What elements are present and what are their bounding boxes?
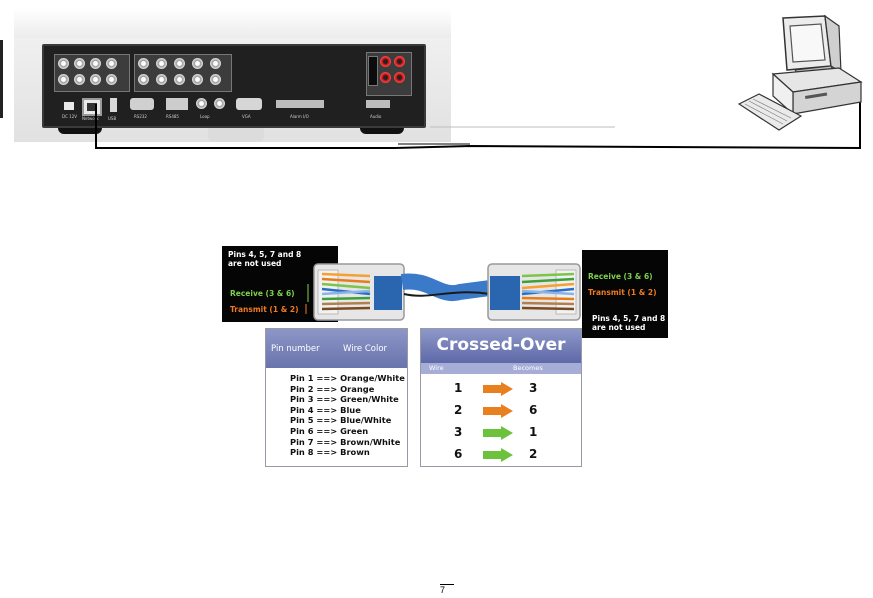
left-receive-label: Receive (3 & 6) xyxy=(230,289,295,298)
right-receive-label: Receive (3 & 6) xyxy=(588,272,653,281)
pin-row: Pin 7 ==> Brown/White xyxy=(290,436,401,447)
video-input-bnc[interactable] xyxy=(74,58,85,69)
rj45-crossover-cable-diagram xyxy=(305,263,581,321)
photo-background xyxy=(14,8,451,38)
header-wire-color: Wire Color xyxy=(343,344,388,354)
network-port-socket xyxy=(87,103,97,111)
port-label-vga: VGA xyxy=(242,114,251,119)
cross-becomes-value: 6 xyxy=(529,403,538,417)
video-input-bnc[interactable] xyxy=(156,74,167,85)
pin-row: Pin 2 ==> Orange xyxy=(290,383,375,394)
computer-icon xyxy=(737,14,863,131)
pin-row: Pin 6 ==> Green xyxy=(290,425,369,436)
rs485-terminal[interactable] xyxy=(166,98,188,110)
port-label-usb: USB xyxy=(108,116,117,121)
cross-wire-value: 2 xyxy=(454,403,463,417)
video-input-bnc[interactable] xyxy=(210,58,221,69)
cross-becomes-value: 2 xyxy=(529,447,538,461)
cross-becomes-value: 1 xyxy=(529,425,538,439)
page-number: 7 xyxy=(440,584,454,597)
audio-terminal[interactable] xyxy=(366,100,390,108)
cross-becomes-value: 3 xyxy=(529,381,538,395)
pin-color-table: Pin number Wire Color Pin 1 ==> Orange/W… xyxy=(265,328,408,467)
video-input-bnc[interactable] xyxy=(90,58,101,69)
power-connector[interactable] xyxy=(64,102,74,110)
alarm-io-terminal[interactable] xyxy=(276,100,324,108)
cross-title: Crossed-Over xyxy=(436,335,566,355)
audio-rca-jack[interactable] xyxy=(394,72,405,83)
left-unused-pins-note: Pins 4, 5, 7 and 8 are not used xyxy=(228,250,302,268)
port-label-rs232: RS232 xyxy=(134,114,147,119)
pin-row: Pin 3 ==> Green/White xyxy=(290,394,399,405)
video-input-bnc[interactable] xyxy=(192,74,203,85)
dvr-chassis: DC 12V Network USB RS232 RS485 Loop VGA … xyxy=(42,44,426,128)
video-input-bnc[interactable] xyxy=(138,74,149,85)
pin-row: Pin 5 ==> Blue/White xyxy=(290,415,392,426)
video-input-bnc[interactable] xyxy=(174,74,185,85)
video-input-bnc[interactable] xyxy=(106,74,117,85)
arrow-right-icon xyxy=(483,404,513,418)
cross-title-bar: Crossed-Over xyxy=(421,329,581,363)
col-wire: Wire xyxy=(429,364,444,372)
loop-out-1[interactable] xyxy=(196,98,207,109)
video-input-bnc[interactable] xyxy=(58,58,69,69)
port-label-dc: DC 12V xyxy=(62,114,77,119)
video-input-bnc[interactable] xyxy=(58,74,69,85)
header-pin-number: Pin number xyxy=(271,344,320,354)
port-label-alarm: Alarm I/O xyxy=(290,114,309,119)
video-input-bnc[interactable] xyxy=(174,58,185,69)
video-input-bnc[interactable] xyxy=(74,74,85,85)
video-input-bnc[interactable] xyxy=(192,58,203,69)
port-label-audio: Audio xyxy=(370,114,382,119)
audio-rca-jack[interactable] xyxy=(380,72,391,83)
stand xyxy=(208,126,264,142)
foot-right xyxy=(360,124,404,134)
audio-rca-jack[interactable] xyxy=(380,56,391,67)
video-input-bnc[interactable] xyxy=(90,74,101,85)
arrow-right-icon xyxy=(483,382,513,396)
foot-left xyxy=(58,124,102,134)
pin-row: Pin 1 ==> Orange/White xyxy=(290,373,405,383)
cross-subheader: Wire Becomes xyxy=(421,363,581,374)
right-transmit-label: Transmit (1 & 2) xyxy=(588,288,657,297)
photo-edge-fragment xyxy=(0,40,3,118)
cross-wire-value: 6 xyxy=(454,447,463,461)
cross-wire-value: 3 xyxy=(454,425,463,439)
rs232-port[interactable] xyxy=(130,98,154,110)
cross-wire-value: 1 xyxy=(454,381,463,395)
loop-out-2[interactable] xyxy=(214,98,225,109)
arrow-right-icon xyxy=(483,426,513,440)
arrow-right-icon xyxy=(483,448,513,462)
video-input-bnc[interactable] xyxy=(138,58,149,69)
pin-table-header: Pin number Wire Color xyxy=(266,329,407,368)
port-label-rs485: RS485 xyxy=(166,114,179,119)
pin-row: Pin 4 ==> Blue xyxy=(290,404,361,415)
vga-port[interactable] xyxy=(236,98,262,110)
right-plug-panel: Receive (3 & 6) Transmit (1 & 2) Pins 4,… xyxy=(582,250,668,338)
audio-rca-jack[interactable] xyxy=(394,56,405,67)
hdd-slot xyxy=(368,56,378,86)
right-unused-pins-note: Pins 4, 5, 7 and 8 are not used xyxy=(592,314,666,332)
left-transmit-label: Transmit (1 & 2) xyxy=(230,305,299,314)
pin-row: Pin 8 ==> Brown xyxy=(290,447,370,458)
video-input-bnc[interactable] xyxy=(106,58,117,69)
port-label-network: Network xyxy=(82,116,99,121)
pin-list: Pin 1 ==> Orange/White Pin 2 ==> Orange … xyxy=(290,373,405,458)
port-label-loop: Loop xyxy=(200,114,210,119)
col-becomes: Becomes xyxy=(513,364,543,372)
usb-port[interactable] xyxy=(110,98,117,112)
video-input-bnc[interactable] xyxy=(156,58,167,69)
video-input-bnc[interactable] xyxy=(210,74,221,85)
